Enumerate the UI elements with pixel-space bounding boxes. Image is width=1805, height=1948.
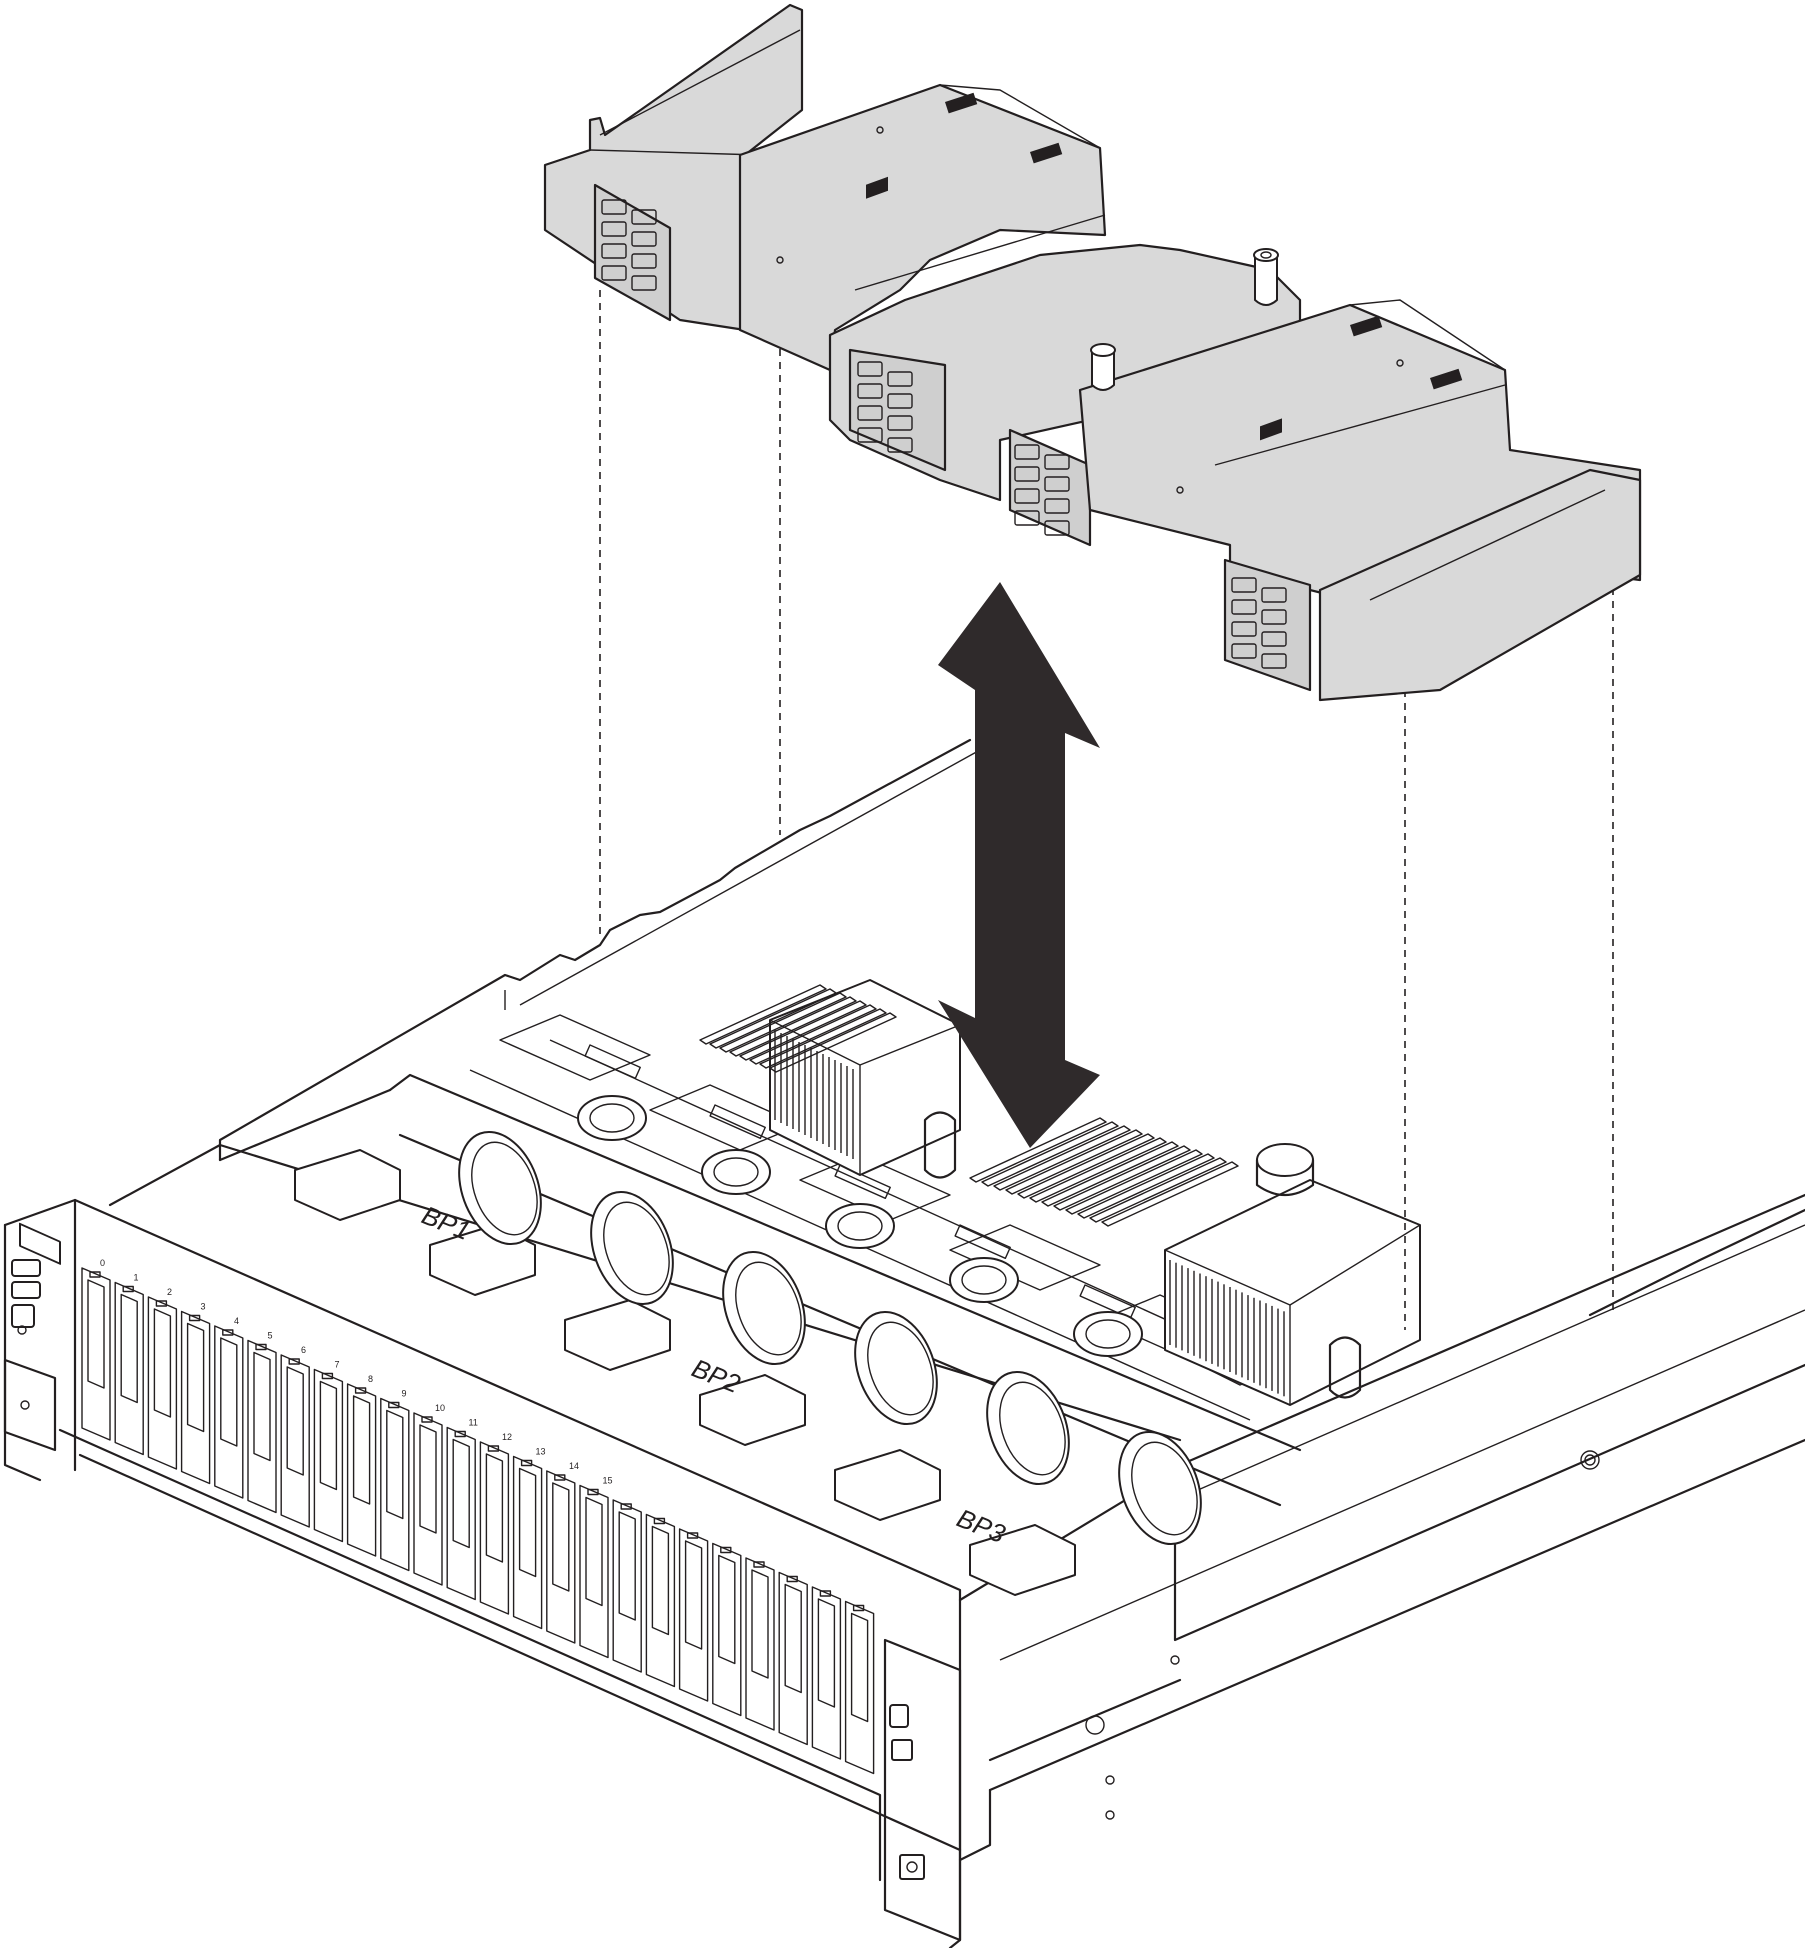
fan-hub-ring — [577, 1095, 647, 1141]
dimm-slot — [709, 988, 837, 1049]
dimm-slot — [699, 984, 827, 1045]
drive-bay-number: 12 — [502, 1432, 512, 1442]
drive-bay[interactable] — [313, 1368, 344, 1543]
air-baffle — [543, 3, 1642, 702]
drive-bay[interactable] — [280, 1354, 310, 1528]
drive-bay[interactable] — [745, 1557, 775, 1731]
dimm-slot — [1029, 1137, 1167, 1203]
dimm-slot — [1065, 1149, 1203, 1215]
dimm-slot — [719, 992, 847, 1053]
drive-bay-number: 9 — [402, 1389, 407, 1399]
drive-bay[interactable] — [180, 1310, 211, 1485]
drive-bay[interactable] — [811, 1586, 842, 1760]
drive-bay-array — [81, 1267, 875, 1775]
dimm-slot — [739, 1000, 867, 1061]
air-baffle-vents — [601, 199, 1287, 669]
dimm-slot — [1089, 1157, 1227, 1223]
drive-bay[interactable] — [446, 1426, 476, 1601]
system-fan — [1118, 1430, 1202, 1546]
drive-bay[interactable] — [612, 1499, 642, 1673]
server-chassis — [3, 738, 1805, 1948]
system-fan — [590, 1190, 674, 1306]
drive-bay-number: 13 — [536, 1447, 546, 1457]
fan-hub-ring — [701, 1149, 771, 1195]
drive-bay-number: 4 — [234, 1316, 239, 1326]
drive-bay[interactable] — [712, 1542, 742, 1717]
processor-heat-sink-2 — [1164, 1143, 1421, 1406]
dimm-slot — [993, 1125, 1131, 1191]
dimm-slot — [749, 1004, 877, 1065]
dimm-slot — [729, 996, 857, 1057]
drive-bay[interactable] — [645, 1513, 676, 1688]
fan-hub-ring — [949, 1257, 1019, 1303]
dimm-slot — [1077, 1153, 1215, 1219]
drive-bay-number: 10 — [435, 1403, 445, 1413]
drive-bay[interactable] — [380, 1397, 410, 1572]
drive-bay-number: 15 — [603, 1476, 613, 1486]
drive-bay-number: 7 — [335, 1360, 340, 1370]
system-fan — [854, 1310, 938, 1426]
drive-bay-number: 1 — [134, 1273, 139, 1283]
backplane-fan-area — [218, 1014, 1311, 1596]
dimm-slot — [1041, 1141, 1179, 1207]
drive-bay-number: 14 — [569, 1461, 579, 1471]
backplane-tab-row — [294, 1149, 1076, 1596]
drive-bay[interactable] — [214, 1325, 244, 1499]
drive-bay[interactable] — [147, 1296, 178, 1470]
drive-bay-number: 2 — [167, 1287, 172, 1297]
alignment-guide-lines — [599, 290, 1614, 1330]
drive-bay-number: 5 — [268, 1331, 273, 1341]
dimm-slot — [969, 1117, 1107, 1183]
drive-bay[interactable] — [346, 1383, 377, 1557]
drive-bay[interactable] — [81, 1267, 111, 1441]
dimm-slot — [759, 1008, 887, 1069]
drive-bay[interactable] — [579, 1484, 609, 1659]
fan-hub-ring — [1073, 1311, 1143, 1357]
drive-bay[interactable] — [844, 1600, 875, 1775]
drive-bay[interactable] — [413, 1412, 443, 1586]
system-fan — [722, 1250, 806, 1366]
drive-bay[interactable] — [678, 1528, 709, 1702]
double-headed-vertical-arrow-icon — [938, 582, 1100, 1148]
fan-hub-ring — [825, 1203, 895, 1249]
dimm-slots — [699, 984, 1239, 1227]
drive-bay[interactable] — [479, 1441, 510, 1615]
fan-ring-row — [577, 1095, 1143, 1357]
system-fan — [986, 1370, 1070, 1486]
drive-bay-number: 11 — [469, 1418, 478, 1428]
drive-bay-number: 0 — [100, 1258, 105, 1268]
drive-bay[interactable] — [247, 1339, 277, 1514]
dimm-slot — [769, 1012, 897, 1073]
drive-bay[interactable] — [778, 1571, 808, 1746]
dimm-slot — [1053, 1145, 1191, 1211]
processor-icon — [866, 176, 1282, 441]
system-fan — [458, 1130, 542, 1246]
drive-bay-number: 3 — [201, 1302, 206, 1312]
drive-bay[interactable] — [546, 1470, 576, 1644]
drive-bay[interactable] — [114, 1281, 144, 1456]
dimm-slot — [1101, 1161, 1239, 1227]
dimm-slot — [1005, 1129, 1143, 1195]
fan-row — [458, 1130, 1202, 1546]
drive-bay[interactable] — [512, 1455, 543, 1630]
drive-bay-number: 6 — [301, 1345, 306, 1355]
dimm-slot — [981, 1121, 1119, 1187]
drive-bay-number: 8 — [368, 1374, 373, 1384]
dimm-slot — [1017, 1133, 1155, 1199]
